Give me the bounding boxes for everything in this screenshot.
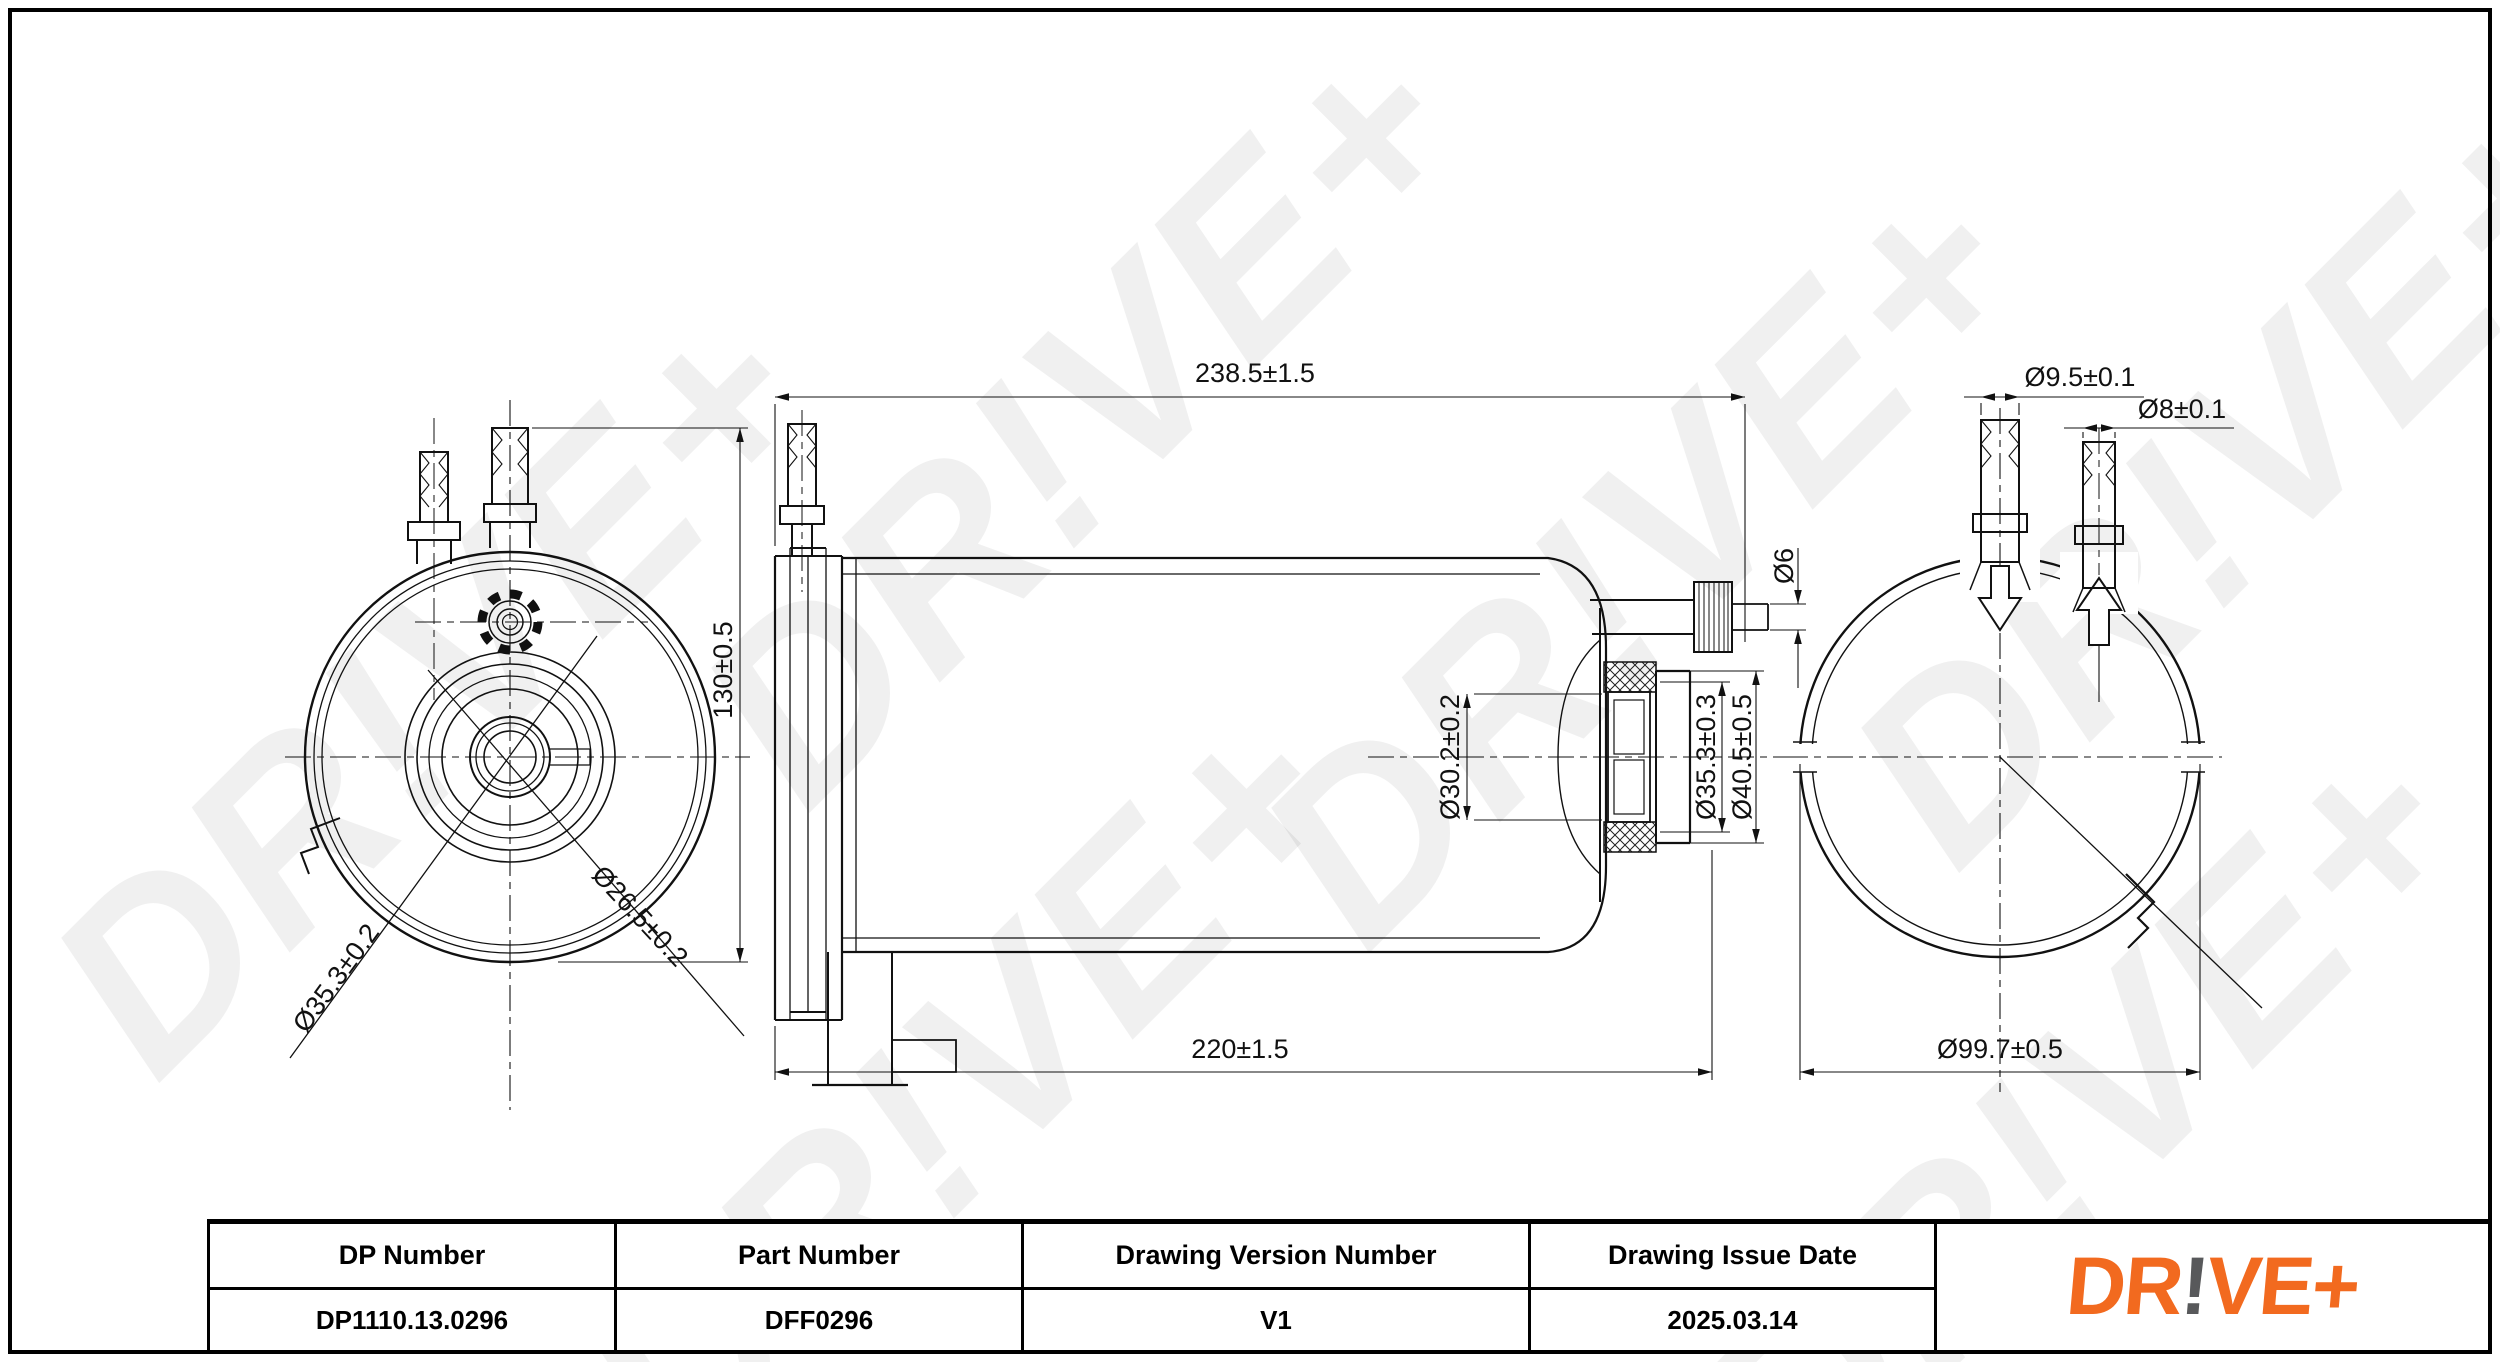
title-block-value-drawing-version: V1 xyxy=(1024,1290,1531,1350)
left-end-view xyxy=(285,400,750,1110)
dim-overall-length-label: 238.5±1.5 xyxy=(1195,358,1315,388)
side-view-right-end xyxy=(1557,608,1692,902)
drawing-border-frame xyxy=(8,8,2492,1354)
title-block-value-issue-date: 2025.03.14 xyxy=(1531,1290,1937,1350)
right-view-inlet-port xyxy=(1969,419,2031,591)
dim-body-length-label: 220±1.5 xyxy=(1191,1034,1288,1064)
title-block-value-part-number: DFF0296 xyxy=(617,1290,1024,1350)
right-end-view xyxy=(1782,393,2263,1092)
inlet-flow-arrow xyxy=(1977,565,2023,632)
side-view xyxy=(773,393,1806,1087)
dim-end-view-inner-diameter-label: Ø35.3±0.2 xyxy=(287,918,385,1037)
dim-drain-tube-label: Ø6 xyxy=(1769,548,1799,584)
side-view-port xyxy=(779,410,825,592)
side-view-end-cap xyxy=(773,547,844,1021)
drain-connector xyxy=(1590,581,1769,653)
title-block-header-dp-number: DP Number xyxy=(210,1224,617,1290)
dim-seal-diameter-label: Ø35.3±0.3 xyxy=(1691,694,1721,820)
dim-body-diameter-label: Ø99.7±0.5 xyxy=(1937,1034,2063,1064)
dim-spigot-bore-label: Ø30.2±0.2 xyxy=(1435,694,1465,820)
logo-text-dr: DR xyxy=(2063,1241,2186,1332)
title-block-value-dp-number: DP1110.13.0296 xyxy=(210,1290,617,1350)
dim-outlet-port-label: Ø8±0.1 xyxy=(2138,394,2226,424)
logo-text-ve-plus: VE+ xyxy=(2202,1241,2363,1332)
title-block-header-issue-date: Drawing Issue Date xyxy=(1531,1224,1937,1290)
outlet-flow-arrow xyxy=(2075,576,2123,646)
dim-overall-height-label: 130±0.5 xyxy=(708,621,738,718)
mounting-foot xyxy=(812,952,957,1087)
title-block: DP Number Part Number Drawing Version Nu… xyxy=(207,1219,2488,1350)
title-block-header-part-number: Part Number xyxy=(617,1224,1024,1290)
right-view-outlet-port xyxy=(2072,441,2126,613)
drive-plus-logo: DR!VE+ xyxy=(1937,1224,2488,1350)
dim-end-ring-diameter-label: Ø40.5±0.5 xyxy=(1727,694,1757,820)
dim-inlet-port-label: Ø9.5±0.1 xyxy=(2025,362,2136,392)
title-block-header-drawing-version: Drawing Version Number xyxy=(1024,1224,1531,1290)
